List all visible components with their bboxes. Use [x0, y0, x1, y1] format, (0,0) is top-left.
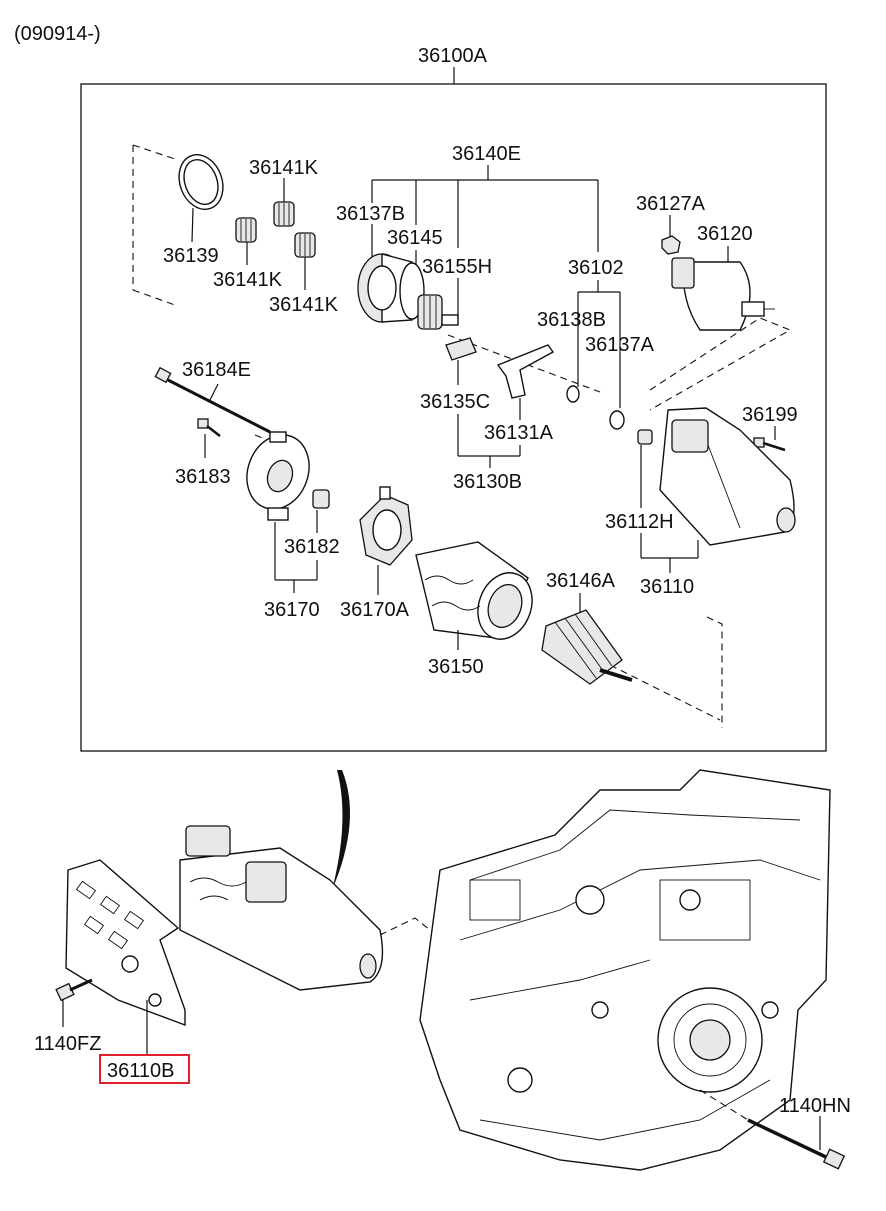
label-36130B[interactable]: 36130B [453, 471, 522, 493]
label-36137A[interactable]: 36137A [585, 334, 655, 356]
label-36131A[interactable]: 36131A [484, 422, 554, 444]
label-36140E[interactable]: 36140E [452, 143, 521, 165]
exploded-view-frame [80, 83, 827, 752]
label-36146A[interactable]: 36146A [546, 570, 616, 592]
part-36199-bolt[interactable] [753, 437, 786, 452]
install-arrow [332, 770, 350, 890]
installed-starter-motor[interactable] [179, 825, 384, 991]
label-36170[interactable]: 36170 [264, 599, 320, 621]
part-1140HN-bolt[interactable] [747, 1118, 846, 1170]
label-36137B[interactable]: 36137B [336, 203, 405, 225]
label-1140FZ[interactable]: 1140FZ [34, 1033, 101, 1055]
label-36150[interactable]: 36150 [428, 656, 484, 678]
part-36137B-housing[interactable] [357, 253, 425, 323]
label-36141K-a[interactable]: 36141K [249, 157, 319, 179]
label-36135C[interactable]: 36135C [420, 391, 490, 413]
part-1140FZ-bolt[interactable] [55, 978, 93, 1002]
part-36182-bushing[interactable] [312, 489, 330, 509]
part-36183-screw[interactable] [197, 418, 221, 437]
assembly-code-label[interactable]: 36100A [418, 45, 488, 67]
part-36110-starter-motor[interactable] [659, 407, 796, 546]
part-36135C-shaft[interactable] [445, 337, 477, 361]
part-36146A-armature[interactable] [541, 609, 633, 685]
label-36138B[interactable]: 36138B [537, 309, 606, 331]
label-36141K-c[interactable]: 36141K [269, 294, 339, 316]
label-36183[interactable]: 36183 [175, 466, 231, 488]
version-range-label: (090914-) [14, 23, 101, 45]
part-36131A-lever[interactable] [496, 344, 555, 399]
part-36141K-gear-c[interactable] [294, 232, 316, 258]
label-36141K-b[interactable]: 36141K [213, 269, 283, 291]
engine-block [419, 769, 831, 1171]
label-36199[interactable]: 36199 [742, 404, 798, 426]
label-36110[interactable]: 36110 [640, 576, 694, 598]
label-36102[interactable]: 36102 [568, 257, 624, 279]
part-36141K-gear-a[interactable] [273, 201, 295, 227]
part-36145-drive[interactable] [417, 294, 459, 330]
part-36150-yoke[interactable] [415, 541, 541, 647]
part-36184E-bolt[interactable] [154, 366, 271, 434]
label-36170A[interactable]: 36170A [340, 599, 410, 621]
label-36139[interactable]: 36139 [163, 245, 219, 267]
label-36110B[interactable]: 36110B [107, 1060, 174, 1082]
part-36120-solenoid[interactable] [671, 257, 775, 331]
part-36112H-bushing[interactable] [637, 429, 653, 445]
part-36170-brush-plate[interactable] [237, 426, 319, 521]
label-36120[interactable]: 36120 [697, 223, 753, 245]
part-36110B-highlight-box [99, 1054, 190, 1084]
part-36139-ring[interactable] [172, 149, 231, 216]
part-36127A-nut[interactable] [661, 235, 681, 255]
part-36141K-gear-b[interactable] [235, 217, 257, 243]
part-36138B-ball[interactable] [566, 385, 580, 403]
part-36110B-heat-shield[interactable] [65, 859, 186, 1027]
label-36182[interactable]: 36182 [284, 536, 340, 558]
label-36184E[interactable]: 36184E [182, 359, 251, 381]
label-36145[interactable]: 36145 [387, 227, 443, 249]
label-36127A[interactable]: 36127A [636, 193, 706, 215]
label-1140HN[interactable]: 1140HN [779, 1095, 851, 1117]
label-36112H[interactable]: 36112H [605, 511, 674, 533]
part-36170A-brush-holder[interactable] [359, 486, 413, 566]
label-36155H[interactable]: 36155H [422, 256, 492, 278]
part-36137A-washer[interactable] [609, 410, 625, 430]
